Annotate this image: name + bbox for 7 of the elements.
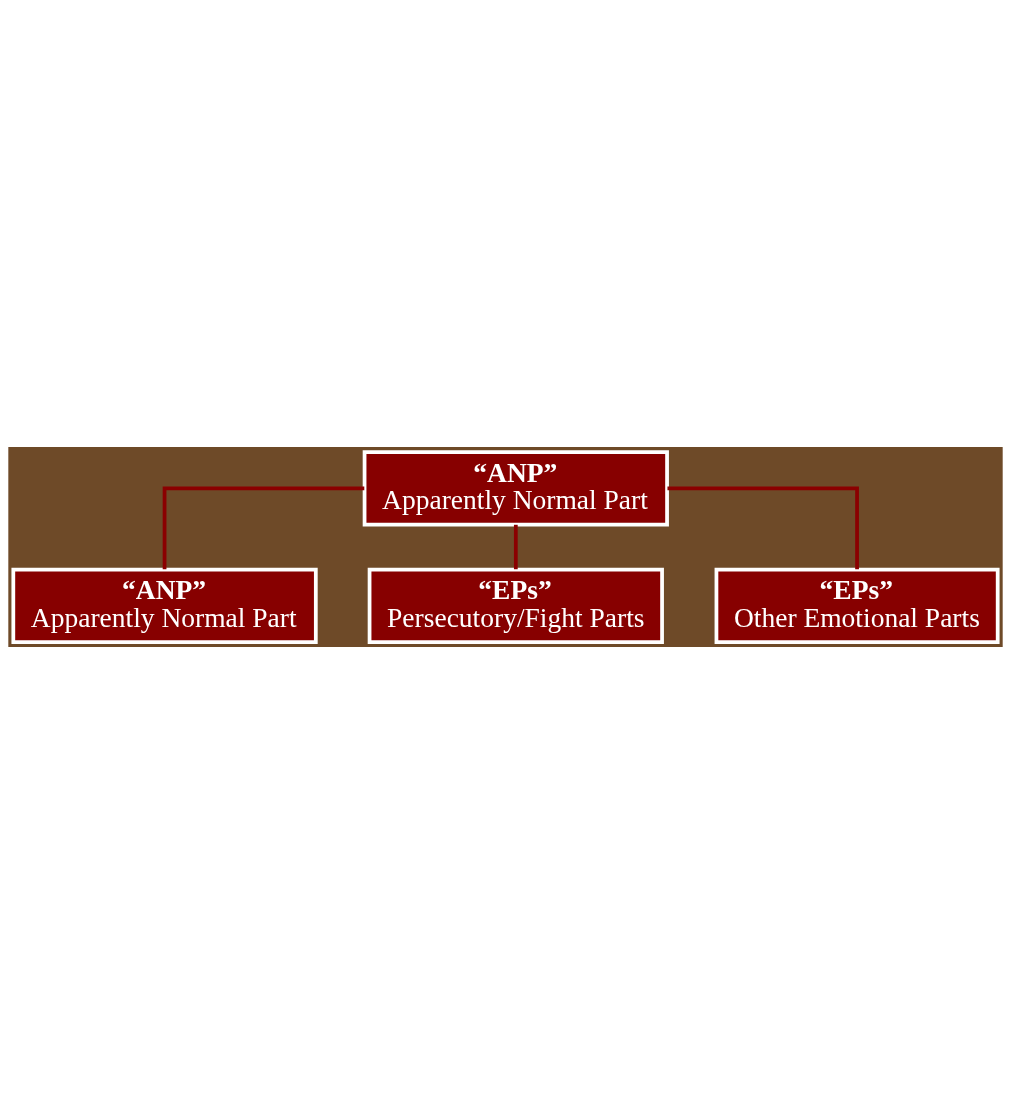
node-box: “EPs” Persecutory/Fight Parts: [367, 567, 664, 644]
connector: [667, 486, 859, 570]
connector: [162, 486, 365, 570]
node-box: “ANP” Apparently Normal Part: [362, 450, 669, 527]
node-box: “EPs” Other Emotional Parts: [714, 567, 1000, 644]
node-box: “ANP” Apparently Normal Part: [11, 567, 318, 644]
connector: [513, 524, 518, 570]
